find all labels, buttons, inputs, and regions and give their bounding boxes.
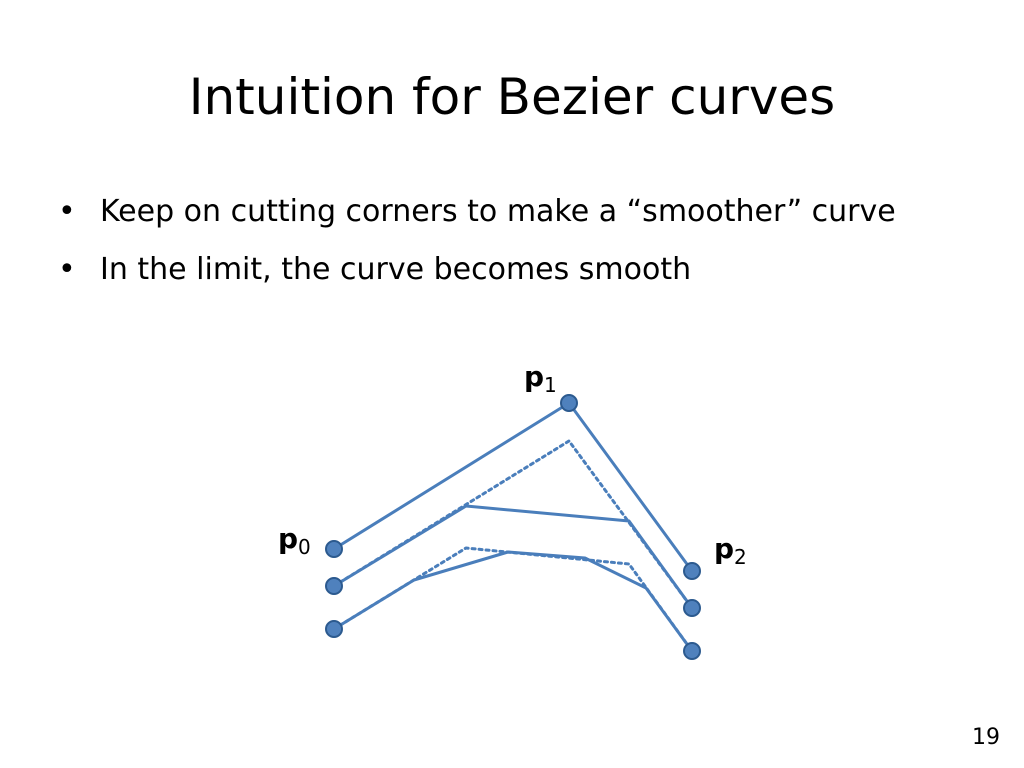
dotted-guide-polygon-2 [332,546,694,653]
endpoint-level1-start [325,577,343,595]
control-point-p2 [683,562,701,580]
endpoint-level2-start [325,620,343,638]
control-point-p0 [325,540,343,558]
endpoint-level2-end [683,642,701,660]
bullet-item: • In the limit, the curve becomes smooth [58,246,896,294]
label-p2-base: p [714,532,734,565]
label-p0: p0 [278,522,311,559]
label-p2-subscript: 2 [734,545,747,569]
bullet-text: In the limit, the curve becomes smooth [100,252,692,287]
slide-title: Intuition for Bezier curves [188,68,836,126]
label-p1-base: p [524,360,544,393]
slide-number: 19 [972,725,1000,750]
control-polygon [332,401,694,573]
label-p0-base: p [278,522,298,555]
label-p1-subscript: 1 [544,373,557,397]
label-p1: p1 [524,360,557,397]
bullet-marker: • [58,252,76,287]
cut-corner-polygon-1 [332,504,694,610]
control-point-p1 [560,394,578,412]
bullet-list: • Keep on cutting corners to make a “smo… [58,188,896,304]
bullet-text: Keep on cutting corners to make a “smoot… [100,194,896,229]
cut-corner-polygon-2 [332,550,694,653]
label-p0-subscript: 0 [298,535,311,559]
endpoint-level1-end [683,599,701,617]
label-p2: p2 [714,532,747,569]
bullet-item: • Keep on cutting corners to make a “smo… [58,188,896,236]
bullet-marker: • [58,194,76,229]
